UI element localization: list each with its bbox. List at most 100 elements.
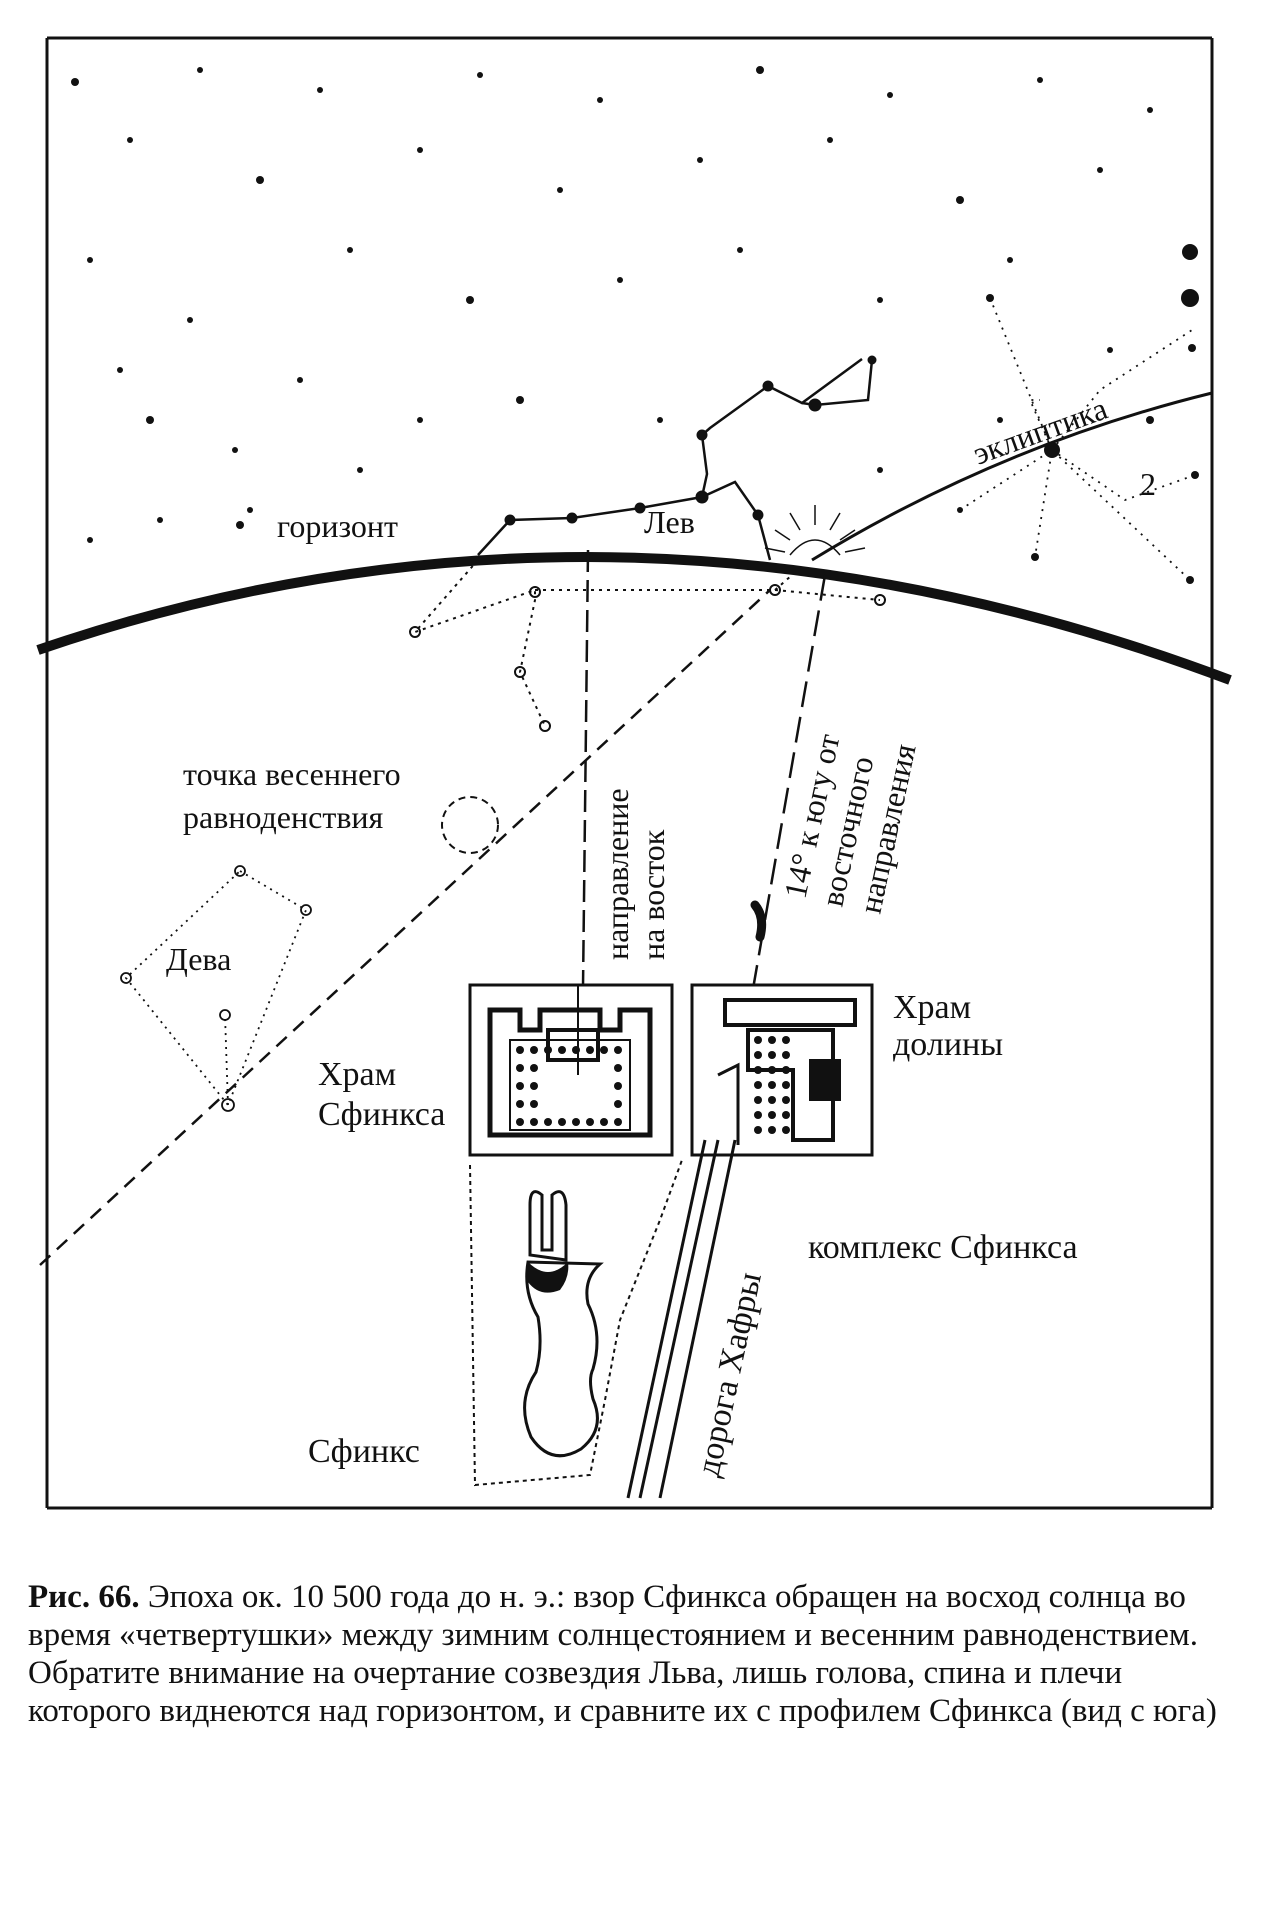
- star-dot: [657, 417, 663, 423]
- pillar-dot: [768, 1126, 776, 1134]
- right-constellation: [959, 297, 1196, 581]
- star-dot: [997, 417, 1003, 423]
- leo-label: Лев: [644, 504, 695, 540]
- background-stars: [71, 66, 1193, 583]
- pillar-dot: [754, 1096, 762, 1104]
- pillar-dot: [768, 1111, 776, 1119]
- complex-label: комплекс Сфинкса: [808, 1229, 1078, 1266]
- star-dot: [1037, 77, 1043, 83]
- star-dot: [87, 537, 93, 543]
- star-dot: [466, 296, 474, 304]
- star-dot: [256, 176, 264, 184]
- star-dot: [887, 92, 893, 98]
- star-dot: [317, 87, 323, 93]
- pillar-dot: [530, 1082, 538, 1090]
- leo-constellation: [477, 355, 877, 561]
- pillar-dot: [782, 1051, 790, 1059]
- vernal-point-label-1: точка весеннего: [183, 756, 401, 792]
- south14-direction-line: [743, 574, 827, 1036]
- valley-temple-pillars: [754, 1036, 790, 1134]
- vernal-point-label-2: равноденствия: [183, 799, 384, 835]
- pillar-dot: [586, 1046, 594, 1054]
- star-dot: [617, 277, 623, 283]
- star-dot: [597, 97, 603, 103]
- star-dot: [417, 147, 423, 153]
- pillar-dot: [530, 1100, 538, 1108]
- pillar-dot: [768, 1036, 776, 1044]
- pillar-dot: [516, 1046, 524, 1054]
- pillar-dot: [754, 1051, 762, 1059]
- pillar-dot: [558, 1046, 566, 1054]
- pillar-dot: [768, 1096, 776, 1104]
- pillar-dot: [754, 1066, 762, 1074]
- star-dot: [417, 417, 423, 423]
- horizon-line: [36, 551, 1232, 685]
- caption-text: Эпоха ок. 10 500 года до н. э.: взор Сфи…: [28, 1579, 1217, 1729]
- equinox-dashed-line: [39, 589, 771, 1266]
- star-dot: [146, 416, 154, 424]
- star-dot: [877, 467, 883, 473]
- pillar-dot: [782, 1096, 790, 1104]
- star-dot: [697, 157, 703, 163]
- sphinx-enclosure: [469, 1159, 683, 1487]
- star-dot: [247, 507, 253, 513]
- pillar-dot: [614, 1064, 622, 1072]
- pillar-dot: [614, 1082, 622, 1090]
- vernal-equinox-point: [441, 796, 499, 854]
- ecliptic-line: [811, 391, 1213, 562]
- star-dot: [87, 257, 93, 263]
- star-dot: [357, 467, 363, 473]
- pillar-dot: [516, 1082, 524, 1090]
- east-direction-label-1: направление: [599, 788, 635, 960]
- causeway-road: [626, 1139, 737, 1499]
- sphinx-temple-label-2: Сфинкса: [318, 1096, 445, 1133]
- star-dot: [1097, 167, 1103, 173]
- star-dot: [347, 247, 353, 253]
- star-dot: [197, 67, 203, 73]
- pillar-dot: [768, 1066, 776, 1074]
- pillar-dot: [614, 1100, 622, 1108]
- pillar-dot: [530, 1046, 538, 1054]
- star-dot: [477, 72, 483, 78]
- pillar-dot: [516, 1100, 524, 1108]
- pillar-dot: [516, 1118, 524, 1126]
- star-dot: [71, 78, 79, 86]
- pillar-dot: [782, 1066, 790, 1074]
- pillar-dot: [516, 1064, 524, 1072]
- pillar-dot: [782, 1111, 790, 1119]
- pillar-dot: [782, 1081, 790, 1089]
- pillar-dot: [530, 1064, 538, 1072]
- star-dot: [737, 247, 743, 253]
- star-dot: [187, 317, 193, 323]
- sun-icon: [764, 505, 866, 556]
- east-direction-label-2: на восток: [635, 829, 671, 960]
- sphinx-label: Сфинкс: [308, 1433, 420, 1470]
- handwritten-mark: 2: [1140, 466, 1156, 502]
- star-dot: [1007, 257, 1013, 263]
- pillar-dot: [768, 1051, 776, 1059]
- pillar-dot: [754, 1081, 762, 1089]
- star-dot: [1146, 416, 1154, 424]
- pillar-dot: [782, 1036, 790, 1044]
- pillar-dot: [754, 1036, 762, 1044]
- star-dot: [557, 187, 563, 193]
- sphinx-figure: [469, 1159, 683, 1487]
- star-dot: [1147, 107, 1153, 113]
- star-dot: [157, 517, 163, 523]
- horizon-label: горизонт: [277, 508, 398, 544]
- leo-below-horizon: [409, 559, 886, 732]
- figure-caption: Рис. 66. Эпоха ок. 10 500 года до н. э.:…: [28, 1578, 1243, 1730]
- star-dot: [877, 297, 883, 303]
- sphinx-body: [523, 1260, 604, 1458]
- sphinx-temple-pillars: [516, 1046, 622, 1126]
- pillar-dot: [586, 1118, 594, 1126]
- pillar-dot: [558, 1118, 566, 1126]
- star-dot: [236, 521, 244, 529]
- star-dot: [516, 396, 524, 404]
- star-dot: [117, 367, 123, 373]
- caption-label: Рис. 66.: [28, 1579, 140, 1615]
- pillar-dot: [530, 1118, 538, 1126]
- virgo-label: Дева: [166, 941, 231, 977]
- star-dot: [232, 447, 238, 453]
- star-dot: [1107, 347, 1113, 353]
